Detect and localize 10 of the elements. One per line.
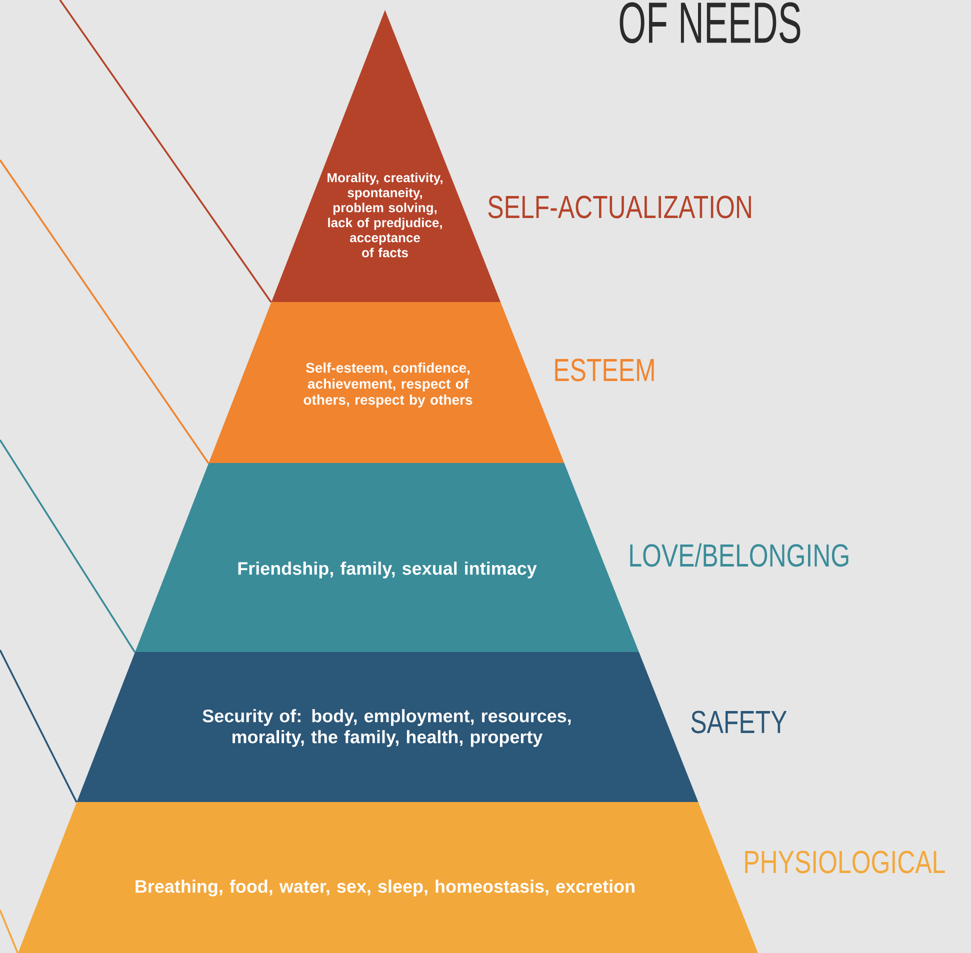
leader-line xyxy=(0,160,210,464)
level-heading: LOVE/BELONGING xyxy=(630,543,848,567)
leader-line xyxy=(0,440,136,653)
level-heading: ESTEEM xyxy=(555,358,654,382)
leader-line xyxy=(0,650,78,803)
leader-line xyxy=(0,910,19,953)
leader-line xyxy=(59,0,272,303)
level-heading: SELF-ACTUALIZATION xyxy=(488,196,751,218)
title: OF NEEDS xyxy=(620,2,800,44)
level-heading: PHYSIOLOGICAL xyxy=(745,850,945,874)
